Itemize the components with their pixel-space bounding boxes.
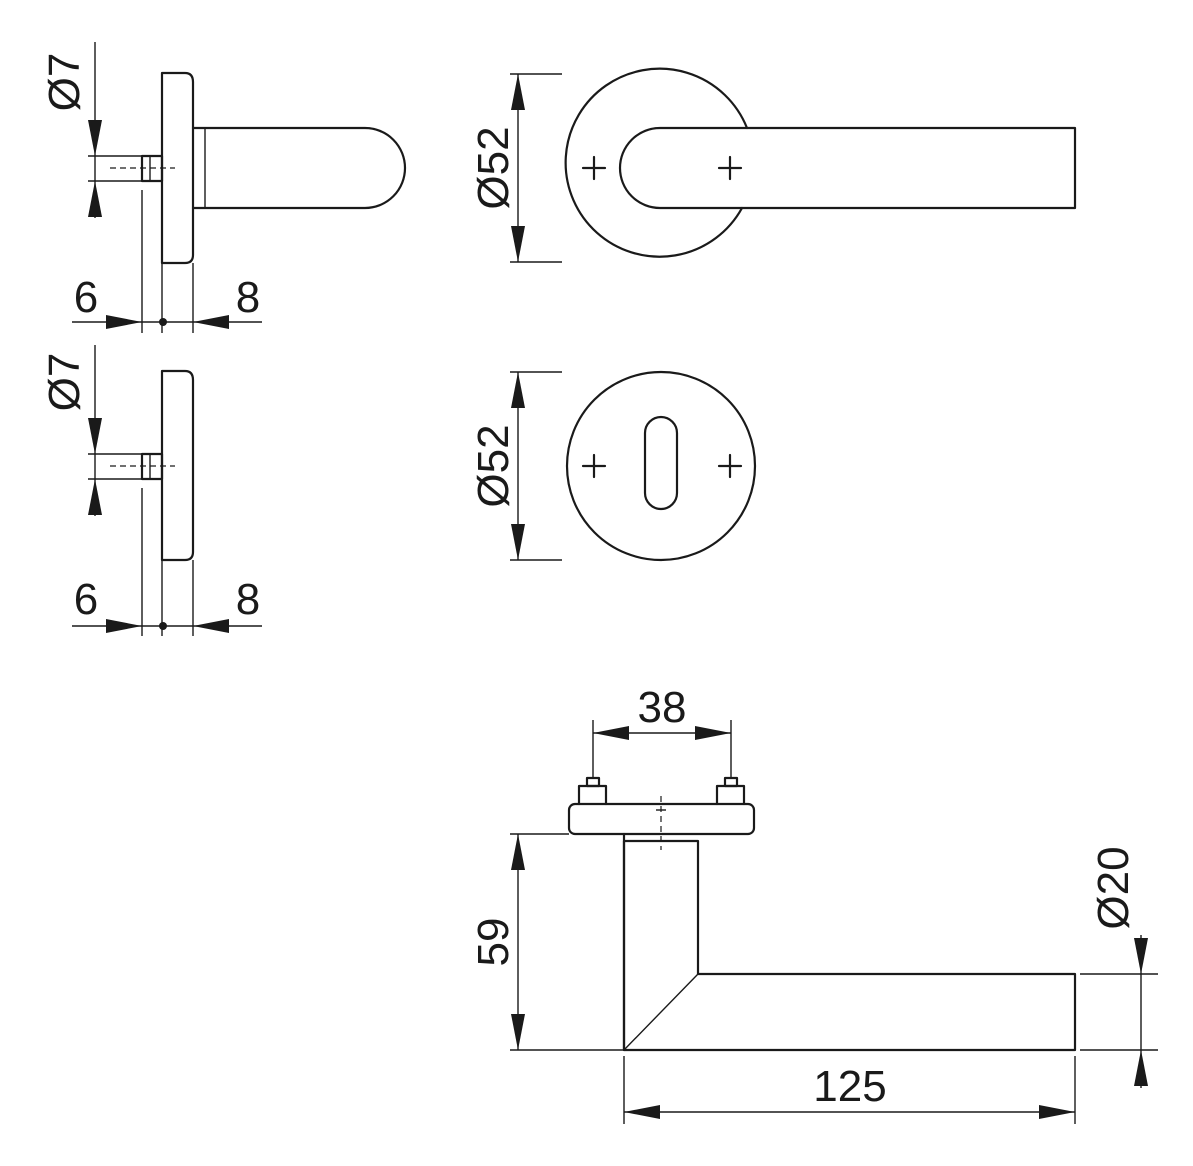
lever-bend-line: [623, 973, 699, 1051]
key-front-view: Ø52: [469, 370, 757, 562]
escutcheon-plate: [160, 369, 195, 562]
screw-boss: [715, 784, 746, 806]
rose-circle: [564, 67, 749, 258]
lever-body: [191, 126, 407, 210]
escutcheon-circle: [565, 370, 757, 562]
dim-offset-right: 8: [236, 273, 260, 322]
screw-mark: [581, 453, 607, 479]
dim-screw-spacing: 38: [638, 683, 687, 732]
rose-base: [567, 802, 756, 836]
lever-outline: [618, 126, 1077, 210]
lever-front-view: Ø52: [469, 67, 1077, 263]
dim-lever-length: 125: [813, 1062, 886, 1111]
screw-boss: [577, 784, 608, 806]
dim-offset-right: 8: [236, 575, 260, 624]
dim-pin-diameter: Ø7: [40, 53, 89, 112]
screw-mark: [581, 155, 607, 181]
dim-offset-left: 6: [74, 273, 98, 322]
rose-plate: [160, 71, 195, 265]
dim-offset-left: 6: [74, 575, 98, 624]
screw-mark: [717, 155, 743, 181]
dim-projection: 59: [469, 918, 518, 967]
lever-profile: [622, 832, 1077, 1052]
dim-rose-diameter: Ø52: [469, 126, 518, 209]
dim-lever-diameter: Ø20: [1089, 846, 1138, 929]
lever-top-view: 38 59 Ø20 125: [469, 683, 1158, 1124]
dim-pin-diameter: Ø7: [40, 353, 89, 412]
screw-mark: [717, 453, 743, 479]
keyhole: [643, 415, 679, 511]
lever-side-view: Ø7 6 8: [40, 42, 407, 333]
key-side-view: Ø7 6 8: [40, 345, 262, 636]
dim-rose-diameter: Ø52: [469, 424, 518, 507]
